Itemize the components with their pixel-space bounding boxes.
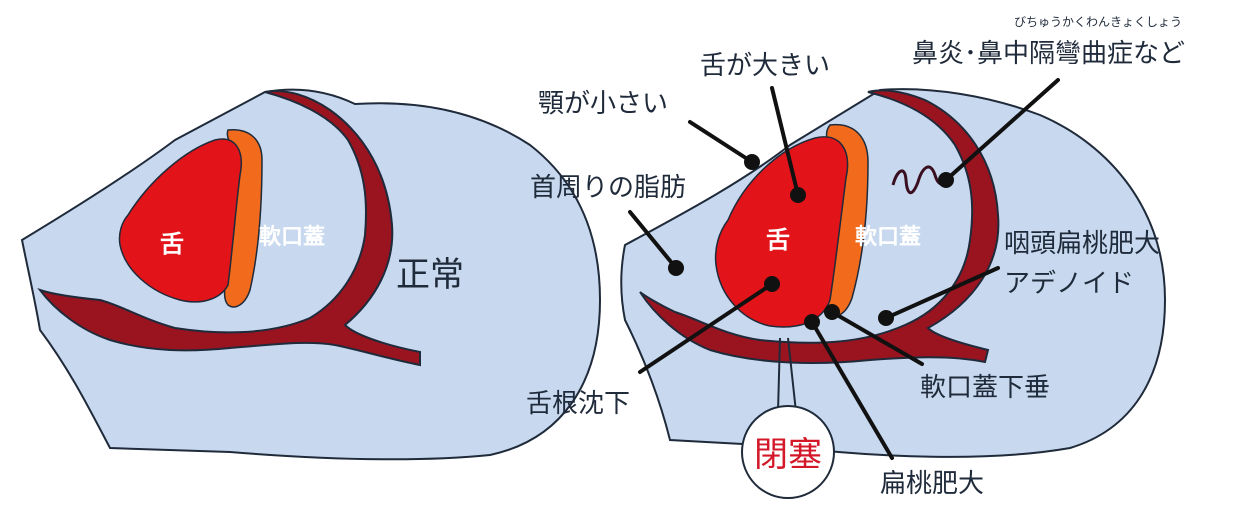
blockage-circle [741, 405, 835, 499]
normal-pharynx-tissue [37, 90, 421, 367]
apnea-enlarged-tongue-shape [714, 136, 849, 328]
apnea-soft-palate-label: 軟口蓋 [855, 224, 921, 250]
blockage-pointer-right [787, 337, 797, 413]
label-large-tongue: 舌が大きい [700, 51, 830, 81]
dot-adenoid [878, 310, 894, 326]
label-small-jaw: 顎が小さい [538, 89, 668, 119]
label-nasal: 鼻炎･鼻中隔彎曲症など [912, 39, 1185, 69]
dot-uvula [824, 304, 840, 320]
blockage-label: 閉塞 [754, 435, 822, 475]
normal-tongue-shape [118, 138, 242, 303]
apnea-tongue-label: 舌 [766, 226, 790, 254]
leader-dots [668, 154, 954, 330]
dot-tongue-base [764, 276, 780, 292]
apnea-airway-figure: 舌 軟口蓋 閉塞 顎が小さい 舌が大き [526, 15, 1185, 499]
dot-tonsil [804, 314, 820, 330]
blockage-pointer-left [777, 337, 781, 413]
leader-small-jaw [688, 120, 754, 164]
label-adenoid-line2: アデノイド [1004, 269, 1134, 299]
leader-adenoid [884, 266, 1000, 320]
label-uvula: 軟口蓋下垂 [920, 373, 1050, 403]
dot-nasal [938, 172, 954, 188]
label-adenoid-line1: 咽頭扁桃肥大 [1004, 229, 1160, 259]
leader-lines [628, 78, 1060, 460]
normal-caption: 正常 [396, 255, 464, 295]
normal-airway-figure: 舌 軟口蓋 正常 [20, 88, 602, 461]
dot-small-jaw [744, 154, 760, 170]
label-tonsil: 扁桃肥大 [880, 469, 984, 499]
normal-soft-palate-label: 軟口蓋 [259, 224, 325, 250]
leader-uvula [830, 310, 924, 366]
label-tongue-base: 舌根沈下 [526, 389, 630, 419]
dot-large-tongue [790, 187, 806, 203]
leader-neck-fat [628, 210, 678, 270]
label-nasal-ruby: びちゅうかくわんきょくしょう [1014, 15, 1182, 29]
dot-neck-fat [668, 260, 684, 276]
label-neck-fat: 首周りの脂肪 [530, 173, 686, 203]
leader-nasal [944, 78, 1060, 182]
leader-tongue-base [638, 282, 774, 374]
leader-tonsil [810, 320, 894, 460]
normal-tongue-label: 舌 [160, 230, 184, 258]
leader-large-tongue [770, 86, 800, 197]
normal-head-silhouette [20, 88, 602, 461]
